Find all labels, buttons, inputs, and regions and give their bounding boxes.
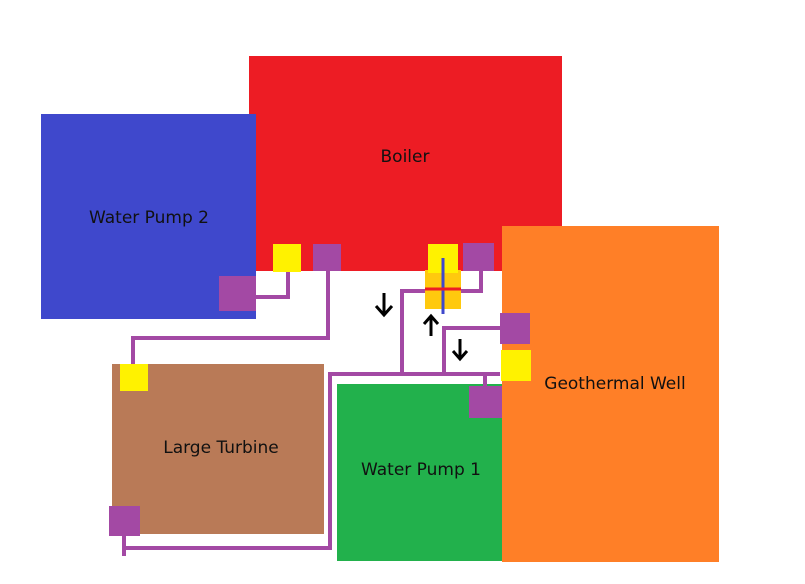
pipe-boiler-to-turbine (131, 270, 330, 364)
pipe-pump2-to-boiler (256, 272, 290, 299)
flow-arrow-up (422, 313, 440, 336)
pump1-port-purple (469, 386, 502, 418)
large-turbine-label: Large Turbine (163, 438, 279, 458)
pipe-turbine-to-pump1 (122, 372, 400, 556)
water-pump-2-label: Water Pump 2 (89, 208, 209, 228)
geothermal-well-block (502, 226, 719, 562)
pipes (122, 270, 502, 556)
boiler-label: Boiler (381, 147, 430, 167)
water-pump-1-label: Water Pump 1 (361, 460, 481, 480)
boiler-port-yellow-left (273, 244, 301, 272)
pipe-geothermal-loop (442, 326, 502, 374)
geothermal-well-label: Geothermal Well (544, 374, 685, 394)
flow-arrow-down-right (451, 339, 469, 362)
turbine-port-yellow (120, 364, 148, 391)
boiler-port-purple-right (463, 243, 494, 271)
geothermal-port-purple (500, 313, 530, 344)
turbine-port-purple (109, 506, 140, 536)
pipe-boiler-to-manifold (400, 270, 500, 376)
boiler-port-purple-left (313, 244, 341, 271)
large-turbine-block (112, 364, 324, 534)
pump2-port-purple (219, 276, 256, 311)
geothermal-port-yellow (501, 350, 531, 381)
flow-arrow-down-left (374, 293, 394, 318)
